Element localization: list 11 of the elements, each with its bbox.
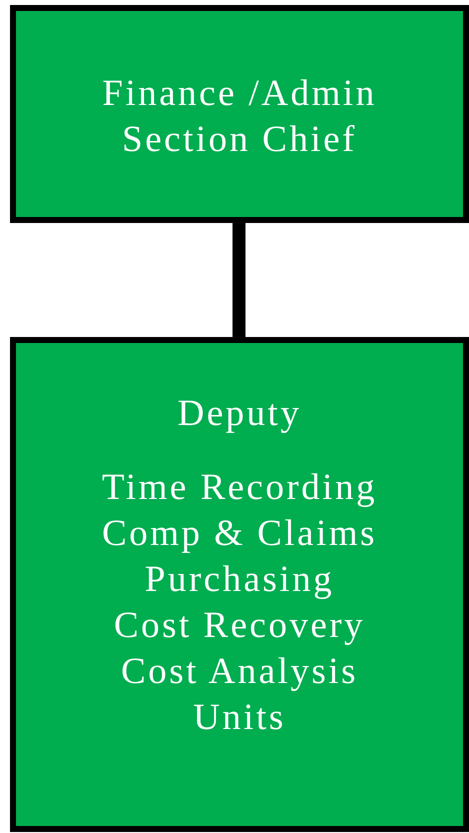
unit-name: Cost Recovery [114,604,366,648]
box-title: Finance /Admin Section Chief [101,72,378,162]
unit-name: Units [193,696,286,740]
org-box [10,5,469,223]
unit-name: Time Recording [102,466,378,510]
unit-name: Cost Analysis [120,650,358,694]
org-box [10,337,469,832]
box-title: Deputy [178,392,302,436]
unit-name: Purchasing [144,558,334,602]
connector-line [232,223,246,337]
unit-name: Comp & Claims [102,512,378,556]
